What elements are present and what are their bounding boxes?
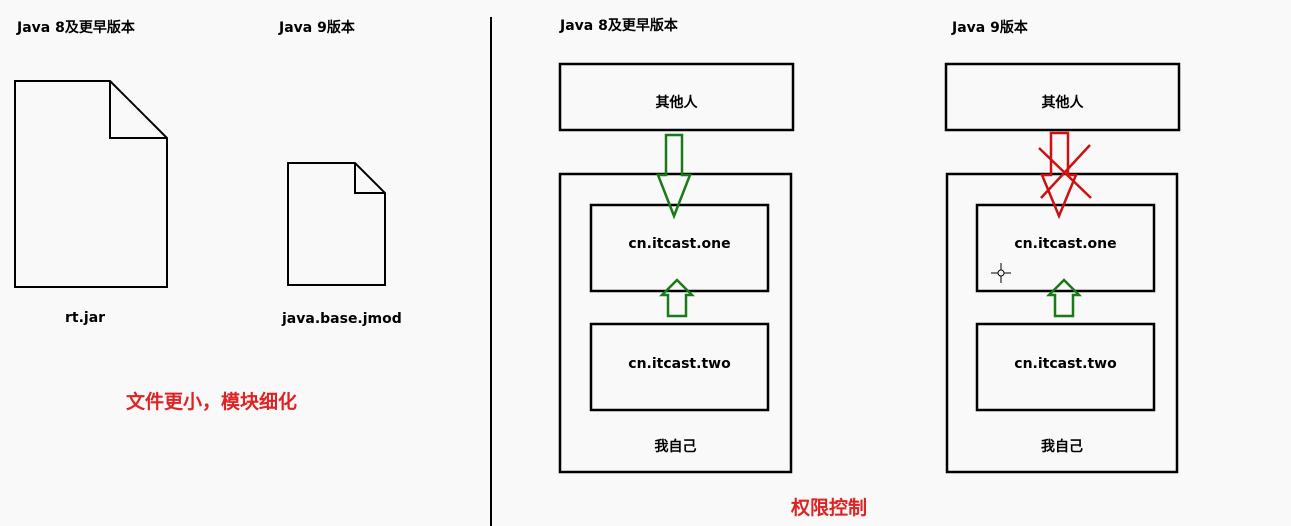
pkg-one-label-java9: cn.itcast.one <box>1014 236 1117 252</box>
left-summary-text: 文件更小，模块细化 <box>126 391 298 413</box>
file-label-java-base-jmod: java.base.jmod <box>282 311 402 327</box>
allowed-arrow-others-to-one-java8 <box>656 133 692 220</box>
self-module-box-java8 <box>558 172 793 474</box>
file-label-rt-jar: rt.jar <box>65 310 106 326</box>
pkg-two-label-java8: cn.itcast.two <box>628 356 731 372</box>
right-summary-text: 权限控制 <box>791 497 868 519</box>
deny-cross-icon <box>1038 144 1092 199</box>
denied-arrow-others-to-one-java9 <box>1040 131 1078 220</box>
pkg-one-box-java9 <box>975 203 1156 293</box>
others-box-java8 <box>558 62 795 132</box>
allowed-arrow-two-to-one-java9 <box>1045 278 1083 318</box>
file-icon-rt-jar <box>14 80 168 288</box>
pkg-two-label-java9: cn.itcast.two <box>1014 356 1117 372</box>
file-icon-java-base-jmod <box>287 162 386 286</box>
self-label-java9: 我自己 <box>1041 439 1083 455</box>
pkg-one-label-java8: cn.itcast.one <box>628 236 731 252</box>
header-java9-right: Java 9版本 <box>952 20 1028 36</box>
pkg-two-box-java9 <box>975 322 1156 412</box>
allowed-arrow-two-to-one-java8 <box>658 278 696 318</box>
others-box-java9 <box>944 62 1181 132</box>
header-java9-left: Java 9版本 <box>279 20 355 36</box>
self-label-java8: 我自己 <box>654 439 697 455</box>
others-label-java8: 其他人 <box>655 95 698 111</box>
others-label-java9: 其他人 <box>1041 95 1084 111</box>
header-java8-left: Java 8及更早版本 <box>17 20 135 36</box>
pkg-two-box-java8 <box>589 322 770 412</box>
crosshair-cursor-icon <box>991 263 1011 283</box>
header-java8-right: Java 8及更早版本 <box>560 18 678 34</box>
